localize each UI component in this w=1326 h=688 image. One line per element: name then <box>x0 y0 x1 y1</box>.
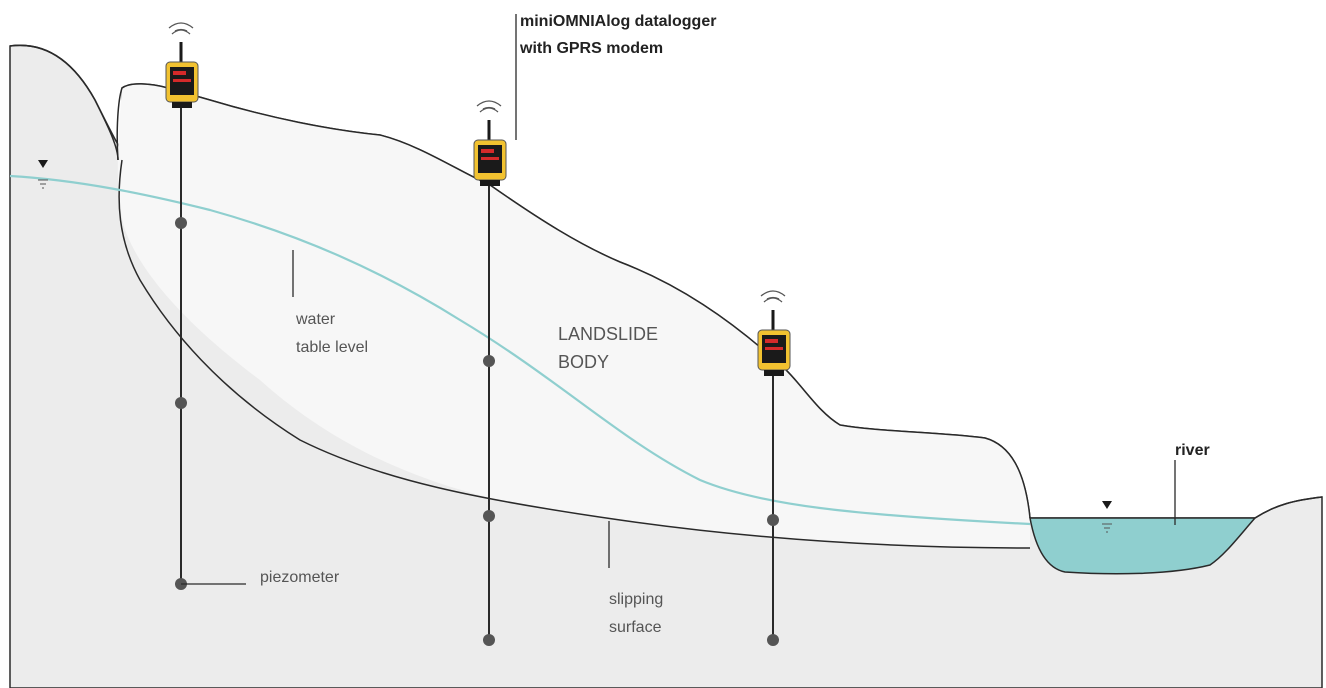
river-water <box>1029 517 1257 575</box>
sensor-dot-icon <box>483 355 495 367</box>
datalogger-label-line2: with GPRS modem <box>519 40 663 57</box>
wifi-icon <box>476 100 502 113</box>
water-level-icon <box>38 160 48 189</box>
piezometer-1 <box>175 108 187 590</box>
piezometer-3 <box>767 376 779 646</box>
sensor-dot-icon <box>175 217 187 229</box>
datalogger-label-line1: miniOMNIAlog datalogger <box>520 13 716 30</box>
water-level-icon <box>1102 501 1112 533</box>
river-label: river <box>1175 442 1210 459</box>
piezometer-label: piezometer <box>260 569 340 586</box>
landslide-body-label-line2: BODY <box>558 352 609 372</box>
sensor-dot-icon <box>483 634 495 646</box>
sensor-dot-icon <box>767 514 779 526</box>
slipping-surface-line <box>118 159 1031 549</box>
piezometer-2 <box>483 186 495 646</box>
slipping-surface-label-line2: surface <box>609 619 662 636</box>
sensor-dot-icon <box>483 510 495 522</box>
datalogger-icon <box>473 100 507 186</box>
datalogger-icon <box>165 22 199 108</box>
sensor-dot-icon <box>767 634 779 646</box>
sensor-dot-icon <box>175 397 187 409</box>
left-cliff-outline <box>9 44 119 161</box>
datalogger-icon <box>757 290 791 376</box>
water-table-label-line2: table level <box>296 339 368 356</box>
right-bank-outline <box>1254 496 1323 519</box>
water-table-line <box>9 174 1031 526</box>
wifi-icon <box>760 290 786 303</box>
water-table-label-line1: water <box>295 311 336 328</box>
slipping-surface-label-line1: slipping <box>609 591 663 608</box>
wifi-icon <box>168 22 194 35</box>
landslide-body-label-line1: LANDSLIDE <box>558 324 658 344</box>
landslide-body <box>117 83 1031 548</box>
